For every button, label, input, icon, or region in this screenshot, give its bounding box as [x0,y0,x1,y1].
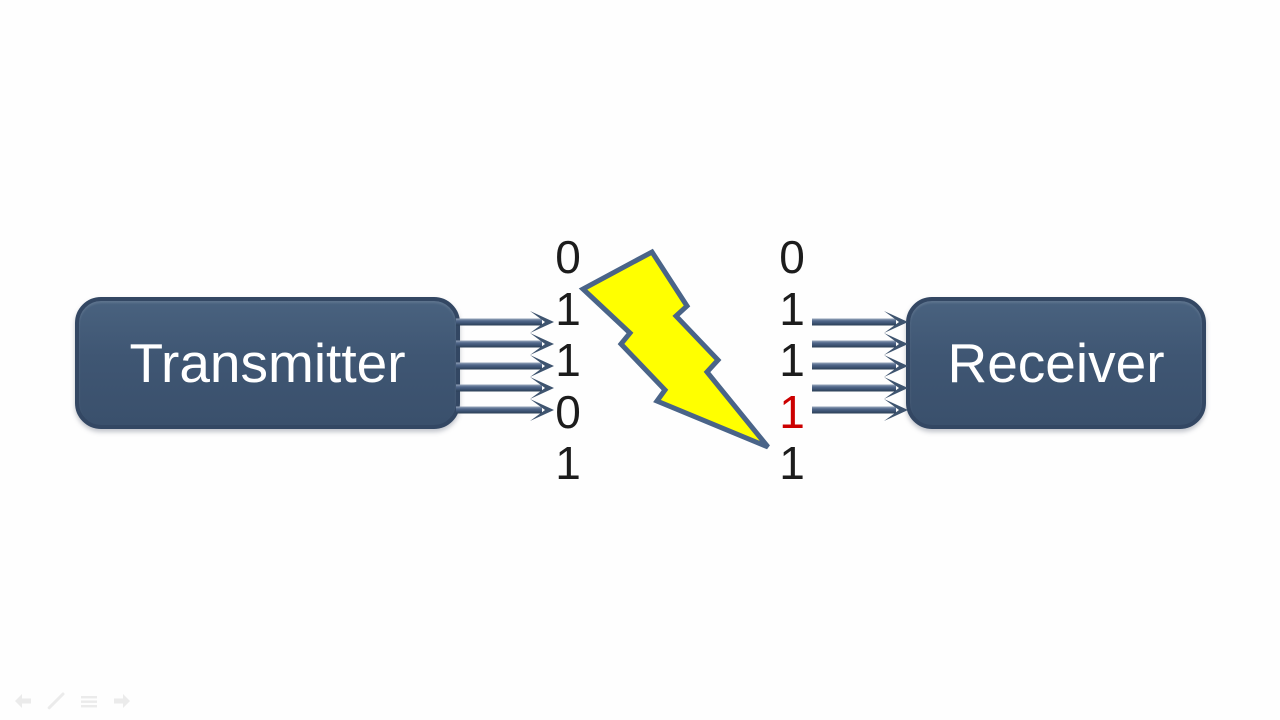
receiver-arrows [812,311,908,421]
transmitter-box: Transmitter [75,297,460,429]
transmission-arrow [812,311,908,333]
arrow-right-icon [114,694,130,708]
pen-tool-button[interactable] [45,690,67,712]
transmitted-bit: 1 [555,437,581,489]
transmission-arrow [456,355,554,377]
received-bit-error: 1 [779,385,805,438]
previous-slide-button[interactable] [12,690,34,712]
transmitted-bits-column: 0 1 1 0 1 [538,231,598,490]
received-bits-column: 0 1 1 1 1 [762,231,822,490]
arrow-left-icon [15,694,31,708]
presenter-toolbar [12,690,133,712]
receiver-label: Receiver [947,332,1165,394]
received-bit: 0 [779,231,805,283]
received-bit: 1 [779,282,805,335]
transmitted-bit: 0 [555,385,581,438]
transmitted-bit: 1 [555,334,581,386]
received-bit: 1 [779,334,805,386]
slide-menu-button[interactable] [78,690,100,712]
transmission-arrow [456,333,554,355]
receiver-box: Receiver [906,297,1206,429]
received-bit: 1 [779,437,805,489]
transmitter-arrows [456,311,554,421]
transmission-arrow [812,333,908,355]
transmitter-label: Transmitter [129,332,406,394]
menu-icon [81,696,97,708]
transmission-arrow [456,377,554,399]
pen-icon [47,692,65,710]
transmission-arrow [456,311,554,333]
transmission-arrow [812,399,908,421]
transmission-arrow [812,355,908,377]
transmitted-bit: 0 [555,231,581,283]
transmitted-bit: 1 [555,282,581,335]
transmission-arrow [812,377,908,399]
lightning-bolt-icon [578,248,770,450]
next-slide-button[interactable] [111,690,133,712]
transmission-arrow [456,399,554,421]
